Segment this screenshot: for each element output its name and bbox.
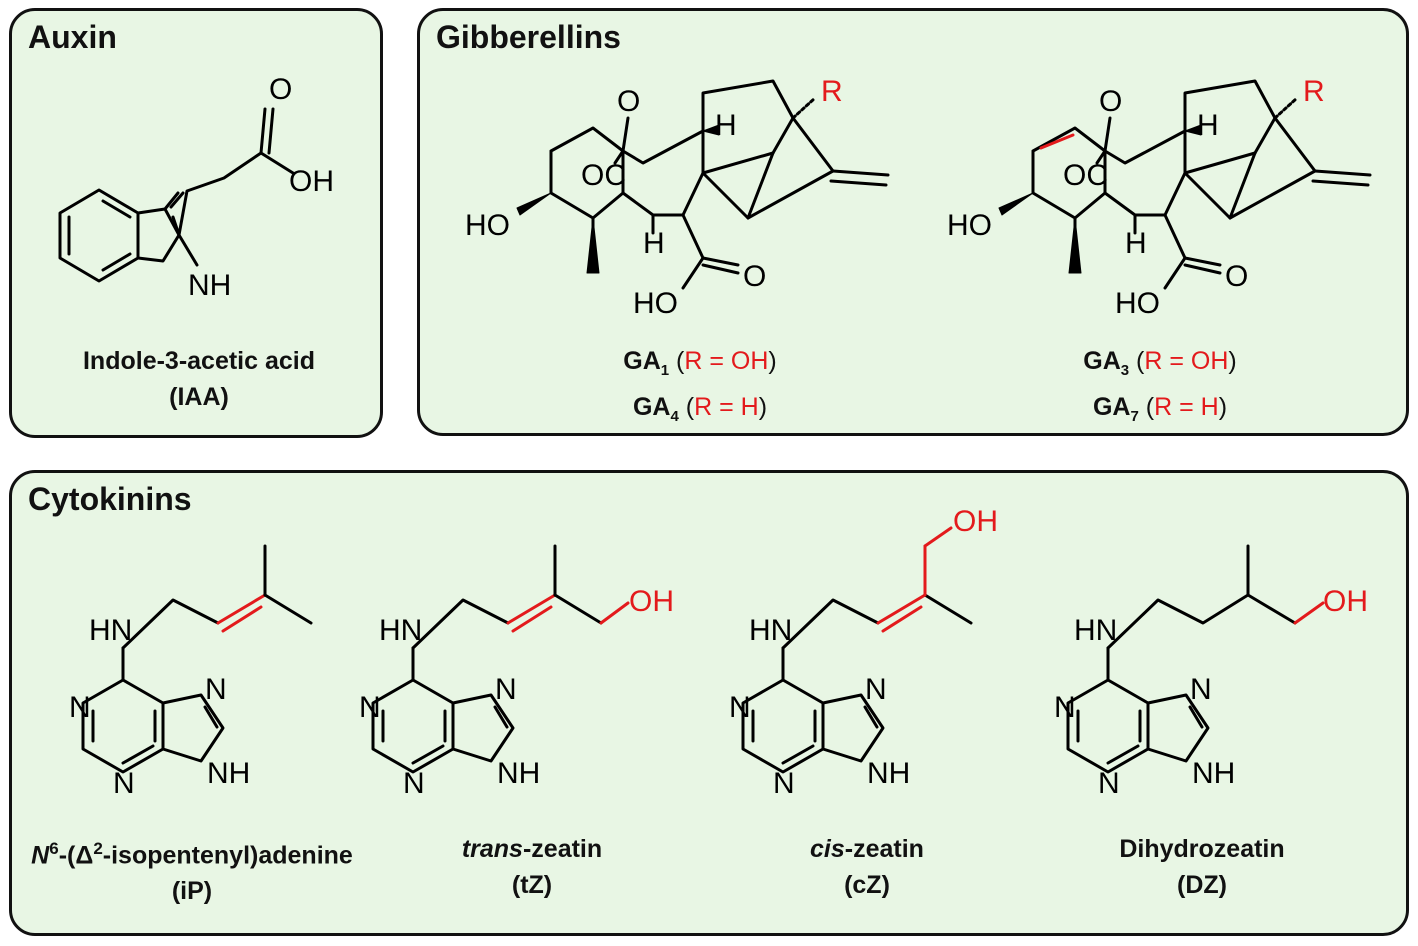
dz-n3: N — [1098, 767, 1120, 800]
ga-right-acid-o: O — [1225, 260, 1248, 293]
ga1-ga4-structure: O OC H H HO HO O R — [465, 75, 890, 320]
cz-oh: OH — [953, 505, 998, 538]
cz-n3: N — [773, 767, 795, 800]
ip-nh: NH — [207, 757, 250, 790]
ga-left-ho: HO — [465, 209, 510, 242]
ga-left-bridge-o: O — [617, 85, 640, 118]
iaa-structure: O OH NH — [58, 73, 334, 302]
gibberellins-panel: Gibberellins O OC H — [417, 8, 1409, 436]
tz-n7: N — [495, 673, 517, 706]
tz-name: trans-zeatin — [461, 835, 603, 863]
dz-n7: N — [1190, 673, 1212, 706]
ga-right-h-top: H — [1197, 109, 1219, 142]
dz-name: Dihydrozeatin — [1119, 835, 1285, 863]
tz-abbr: (tZ) — [511, 871, 553, 899]
ga-right-bridge-o: O — [1099, 85, 1122, 118]
auxin-carbonyl-o: O — [269, 73, 292, 106]
dz-nh: NH — [1192, 757, 1235, 790]
ga-left-acid-ho: HO — [633, 287, 678, 320]
ga-left-h-bottom: H — [643, 227, 665, 260]
tz-oh: OH — [629, 585, 674, 618]
tz-n3: N — [403, 767, 425, 800]
cz-n7: N — [865, 673, 887, 706]
auxin-nh: NH — [188, 269, 231, 302]
ga-right-ho: HO — [947, 209, 992, 242]
ga1-caption: GA1 (R = OH) — [623, 347, 777, 379]
ga-right-acid-ho: HO — [1115, 287, 1160, 320]
cz-hn: HN — [749, 614, 792, 647]
dz-n1: N — [1054, 691, 1076, 724]
ip-n1: N — [69, 691, 91, 724]
cz-name: cis-zeatin — [810, 835, 924, 863]
dz-abbr: (DZ) — [1177, 871, 1227, 899]
dz-oh: OH — [1323, 585, 1368, 618]
cytokinins-panel: Cytokinins HN N N N NH — [9, 470, 1409, 936]
ga3-ga7-caption: GA3 (R = OH) GA7 (R = H) — [1038, 343, 1282, 435]
ga-left-r: R — [821, 75, 843, 108]
ip-caption: N6-(Δ2-isopentenyl)adenine (iP) — [22, 831, 362, 909]
cytokinins-title: Cytokinins — [28, 481, 192, 517]
ga-right-oc: OC — [1063, 159, 1108, 192]
ga3-caption: GA3 (R = OH) — [1083, 347, 1237, 379]
iaa-abbr: (IAA) — [169, 383, 229, 411]
ga-left-oc: OC — [581, 159, 626, 192]
tz-hn: HN — [379, 614, 422, 647]
ga-right-h-bottom: H — [1125, 227, 1147, 260]
dz-caption: Dihydrozeatin (DZ) — [1092, 831, 1312, 903]
ga7-caption: GA7 (R = H) — [1092, 393, 1228, 425]
iaa-caption: Indole-3-acetic acid (IAA) — [12, 343, 386, 415]
tz-nh: NH — [497, 757, 540, 790]
ga-right-r: R — [1303, 75, 1325, 108]
benzene-ring — [58, 188, 140, 283]
ga-left-acid-o: O — [743, 260, 766, 293]
iaa-name: Indole-3-acetic acid — [82, 347, 316, 375]
tz-n1: N — [359, 691, 381, 724]
auxin-oh: OH — [289, 165, 334, 198]
cz-abbr: (cZ) — [844, 871, 890, 899]
cytokinin-structures: HN N N N NH HN N N N NH OH — [69, 505, 1368, 800]
ip-n3: N — [113, 767, 135, 800]
ip-abbr: (iP) — [171, 877, 213, 906]
tz-caption: trans-zeatin (tZ) — [422, 831, 642, 903]
ga1-ga4-caption: GA1 (R = OH) GA4 (R = H) — [578, 343, 822, 435]
cz-n1: N — [729, 691, 751, 724]
dz-hn: HN — [1074, 614, 1117, 647]
cz-nh: NH — [867, 757, 910, 790]
ga-left-h-top: H — [715, 109, 737, 142]
gibberellins-title: Gibberellins — [436, 19, 621, 55]
auxin-panel: Auxin O OH NH Indole-3-acetic acid (IAA) — [9, 8, 383, 438]
ga4-caption: GA4 (R = H) — [632, 393, 768, 425]
ga3-ga7-structure: O OC H H HO HO O R — [947, 75, 1372, 320]
ip-hn: HN — [89, 614, 132, 647]
auxin-title: Auxin — [28, 19, 117, 55]
ip-name: N6-(Δ2-isopentenyl)adenine — [31, 839, 353, 870]
ip-n7: N — [205, 673, 227, 706]
cz-caption: cis-zeatin (cZ) — [757, 831, 977, 903]
